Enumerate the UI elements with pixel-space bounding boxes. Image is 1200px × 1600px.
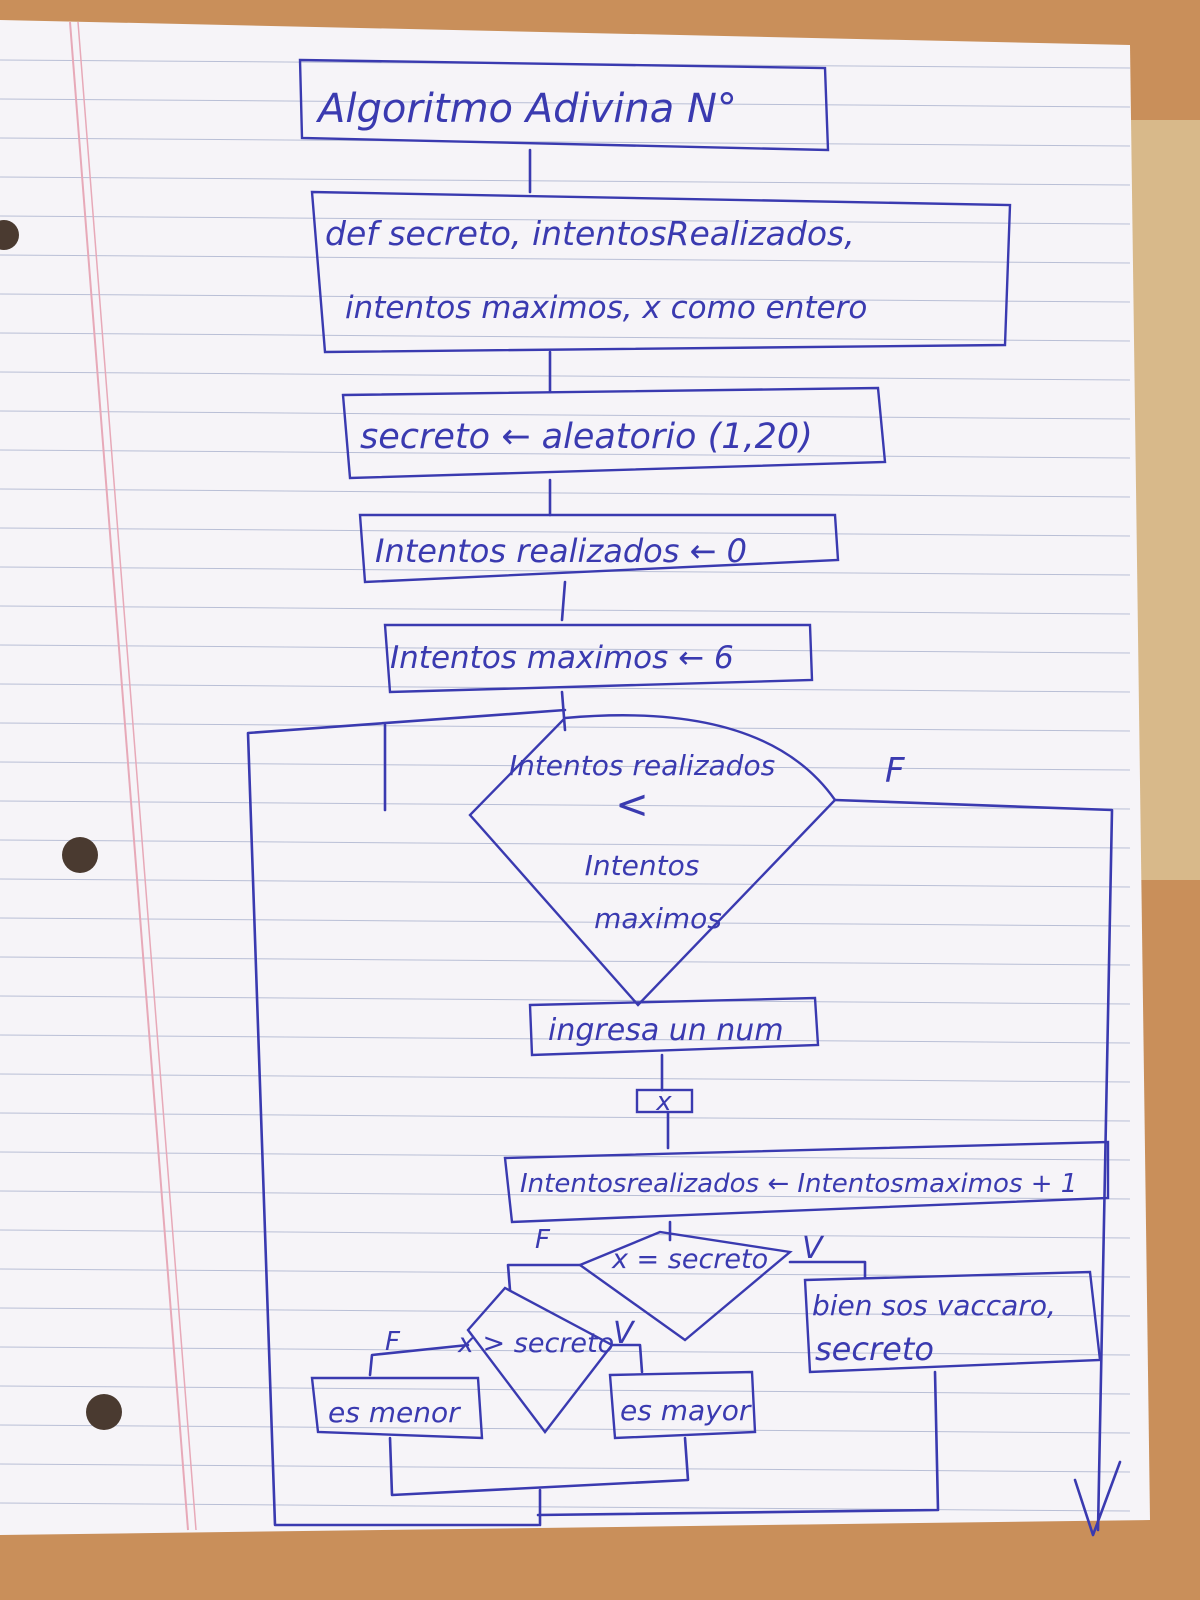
equal-false-line [506, 1263, 582, 1292]
declaration-line-1: def secreto, intentosRealizados, [325, 214, 855, 253]
equal-decision-text: x = secreto [611, 1244, 768, 1275]
ruled-line [0, 176, 1131, 186]
greater-message-text: es mayor [620, 1394, 752, 1427]
loop-condition-line-4: maximos [594, 902, 722, 935]
max-assign-text: Intentos maximos ← 6 [390, 640, 734, 676]
max-assign-box [383, 623, 814, 694]
ruled-line [0, 1034, 1131, 1044]
less-branch-line [368, 1343, 470, 1377]
ruled-line [0, 371, 1131, 381]
ruled-line [0, 1346, 1131, 1356]
binder-hole [86, 1394, 122, 1430]
loop-condition-line-1: Intentos realizados [509, 749, 775, 782]
binder-hole [62, 837, 98, 873]
merge-line [388, 1436, 690, 1497]
read-x-text: x [655, 1087, 672, 1117]
ruled-line [0, 137, 1131, 147]
ruled-line [0, 254, 1131, 264]
ruled-line [0, 332, 1131, 342]
win-message-line-1: bien sos vaccaro, [812, 1289, 1056, 1322]
title-box [298, 58, 830, 152]
less-message-text: es menor [328, 1396, 461, 1429]
attempts-assign-box [358, 513, 840, 584]
win-line-down [536, 1370, 940, 1517]
equal-false-label: F [535, 1225, 551, 1255]
secret-assign-text: secreto ← aleatorio (1,20) [360, 417, 813, 457]
margin-line-2 [77, 21, 197, 1531]
less-box [310, 1376, 484, 1440]
ruled-line [0, 995, 1131, 1005]
ruled-line [0, 761, 1131, 771]
input-box [528, 996, 820, 1057]
ruled-line [0, 293, 1131, 303]
ruled-line [0, 644, 1131, 654]
equal-true-line [788, 1260, 867, 1280]
attempts-assign-text: Intentos realizados ← 0 [375, 532, 747, 570]
secret-assign-box [341, 386, 887, 480]
ruled-line [0, 605, 1131, 615]
greater-branch-line [610, 1343, 644, 1374]
ruled-line [0, 527, 1131, 537]
ruled-line [0, 1073, 1131, 1083]
win-box [803, 1270, 1102, 1374]
loop-back-line [246, 708, 567, 1527]
ruled-line [0, 449, 1131, 459]
ruled-line [0, 410, 1131, 420]
ruled-line [0, 215, 1131, 225]
ruled-line [0, 1307, 1131, 1317]
ruled-line [0, 566, 1131, 576]
ruled-line [0, 1229, 1131, 1239]
greater-true-label: V [613, 1316, 636, 1351]
ruled-line [0, 1385, 1131, 1395]
title-text: Algoritmo Adivina N° [315, 86, 737, 132]
win-message-line-2: secreto [815, 1330, 934, 1368]
ruled-line [0, 1112, 1131, 1122]
loop-condition-line-3: Intentos [585, 849, 700, 882]
ruled-line [0, 1190, 1131, 1200]
ruled-line [0, 800, 1131, 810]
greater-false-label: F [385, 1327, 401, 1357]
exit-line [833, 798, 1114, 1532]
end-arrow [1073, 1460, 1122, 1537]
ruled-line [0, 98, 1131, 108]
input-prompt-text: ingresa un num [548, 1013, 784, 1048]
ruled-line [0, 839, 1131, 849]
declaration-line-2: intentos maximos, x como entero [345, 290, 867, 326]
equal-true-label: V [802, 1231, 825, 1266]
equal-decision-diamond [577, 1230, 793, 1342]
ruled-line [0, 488, 1131, 498]
connector [560, 580, 567, 622]
ruled-lines [0, 59, 1131, 1512]
read-x-box [635, 1088, 694, 1114]
binder-hole [0, 220, 19, 250]
ruled-line [0, 1463, 1131, 1473]
ruled-line [0, 956, 1131, 966]
greater-box [608, 1370, 757, 1440]
loop-condition-line-2: < [615, 782, 649, 828]
notebook-page [0, 20, 1150, 1535]
greater-decision-text: x > secreto [457, 1328, 614, 1359]
increment-box [503, 1140, 1110, 1224]
declaration-box [310, 190, 1012, 354]
ruled-line [0, 878, 1131, 888]
ruled-line [0, 1502, 1131, 1512]
loop-false-label: F [885, 751, 905, 791]
increment-text: Intentosrealizados ← Intentosmaximos + 1 [520, 1169, 1077, 1199]
margin-line [69, 21, 189, 1531]
